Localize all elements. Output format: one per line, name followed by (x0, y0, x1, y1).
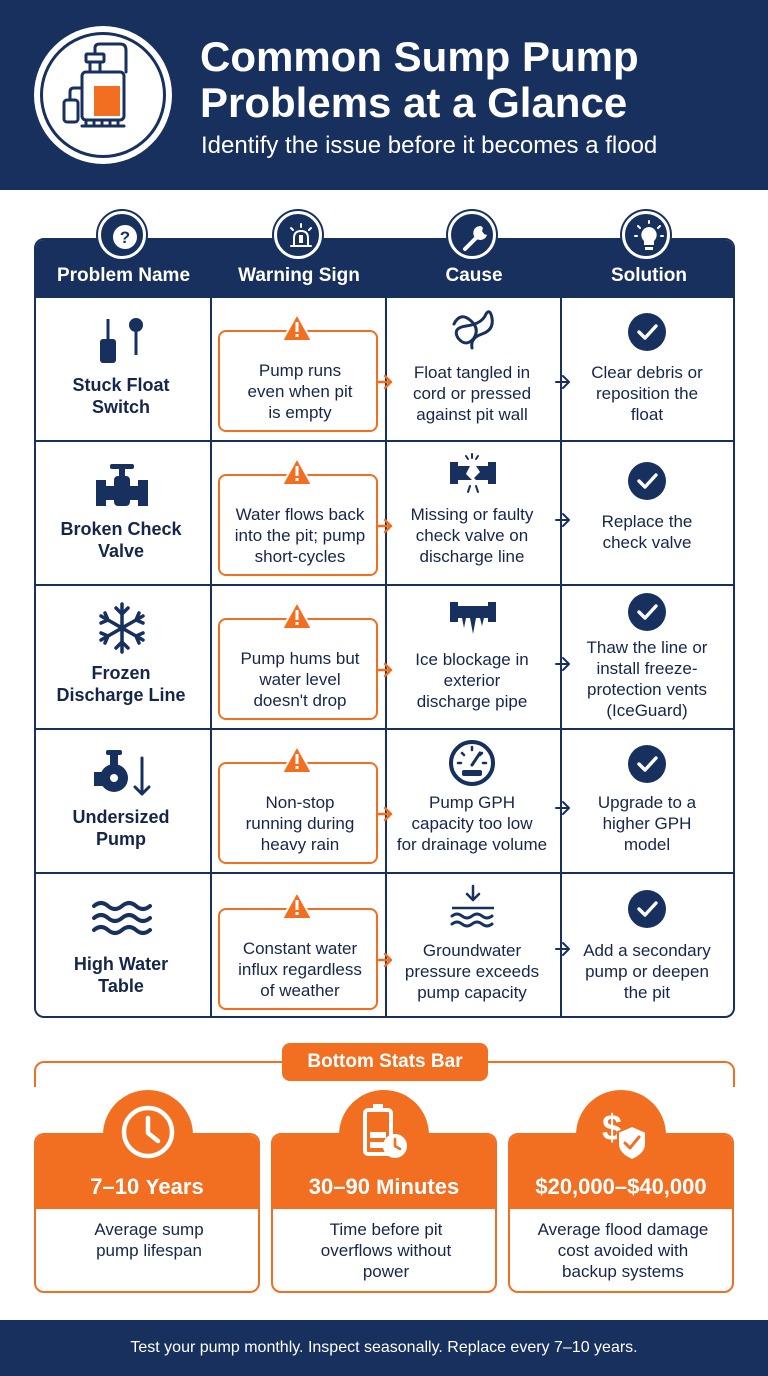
checkmark-icon (628, 745, 666, 783)
check-valve-icon (96, 464, 148, 506)
arrow-right-icon (376, 374, 393, 390)
sump-pump-icon (62, 42, 128, 128)
arrow-right-icon (376, 806, 393, 822)
dollar-shield-icon: $ (576, 1090, 666, 1180)
warning-triangle-icon (280, 890, 314, 920)
checkmark-icon (628, 462, 666, 500)
problems-table: Problem Name Warning Sign Cause Solution (34, 238, 735, 1018)
rising-water-icon (450, 884, 494, 928)
checkmark-icon (628, 313, 666, 351)
broken-pipe-icon (450, 453, 496, 493)
header-banner: Common Sump Pump Problems at a Glance Id… (0, 0, 768, 190)
table-header: Problem Name Warning Sign Cause Solution (36, 240, 733, 298)
pump-down-arrow-icon (94, 750, 151, 796)
page-subtitle: Identify the issue before it becomes a f… (201, 132, 658, 159)
warning-triangle-icon (280, 744, 314, 774)
warning-triangle-icon (280, 456, 314, 486)
arrow-right-icon (555, 801, 570, 815)
page-title: Common Sump Pump Problems at a Glance (200, 33, 639, 126)
question-icon: ? (98, 211, 146, 259)
warning-triangle-icon (280, 600, 314, 630)
footer-text: Test your pump monthly. Inspect seasonal… (130, 1339, 638, 1356)
alarm-light-icon (274, 211, 322, 259)
lightbulb-icon (622, 211, 670, 259)
wrench-icon (448, 211, 496, 259)
snowflake-icon (99, 602, 145, 654)
float-switch-icon (100, 318, 143, 363)
arrow-right-icon (555, 513, 570, 527)
checkmark-icon (628, 890, 666, 928)
frozen-pipe-icon (450, 602, 496, 634)
svg-text:?: ? (120, 228, 130, 247)
clock-icon (103, 1090, 193, 1180)
arrow-right-icon (376, 518, 393, 534)
footer-banner: Test your pump monthly. Inspect seasonal… (0, 1320, 768, 1376)
gauge-icon (449, 740, 495, 786)
arrow-right-icon (555, 375, 570, 389)
checkmark-icon (628, 593, 666, 631)
arrow-right-icon (376, 952, 393, 968)
waves-icon (92, 901, 152, 935)
warning-triangle-icon (280, 312, 314, 342)
tangled-cord-icon (452, 310, 494, 350)
battery-clock-icon (339, 1090, 429, 1180)
column-header-problem: Problem Name (56, 265, 191, 286)
arrow-right-icon (376, 662, 393, 678)
sump-pump-logo (34, 26, 172, 164)
arrow-right-icon (555, 657, 570, 671)
stats-bar-label: Bottom Stats Bar (282, 1043, 488, 1081)
arrow-right-icon (555, 942, 570, 956)
